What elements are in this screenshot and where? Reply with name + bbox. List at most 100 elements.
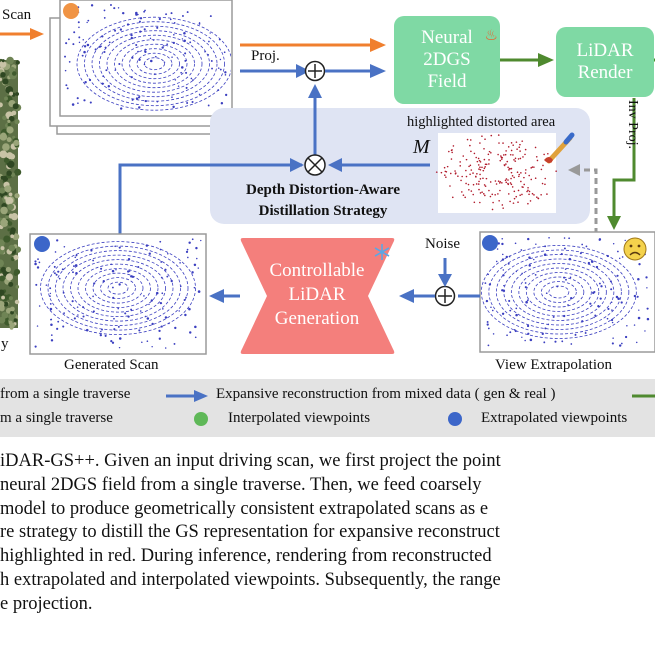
aerial-texture	[13, 139, 20, 146]
scan-point	[75, 272, 78, 275]
scan-point	[611, 342, 614, 345]
scan-point	[76, 306, 79, 308]
scan-point	[103, 50, 106, 53]
scan-ring	[76, 16, 231, 111]
aerial-texture	[6, 126, 14, 134]
distorted-point	[488, 150, 491, 153]
scan-point	[570, 297, 573, 300]
scan-point	[65, 42, 68, 45]
distorted-point	[475, 156, 477, 159]
sad-face-icon	[623, 237, 647, 261]
scan-point	[111, 286, 114, 289]
caption-line-6: h extrapolated and interpolated viewpoin…	[0, 569, 501, 590]
aerial-texture	[6, 56, 14, 65]
neural-field-line1: Neural	[421, 27, 473, 48]
distorted-point	[469, 173, 471, 176]
distorted-point	[487, 153, 490, 156]
scan-point	[170, 279, 173, 283]
scan-point	[505, 255, 508, 259]
distorted-point	[536, 159, 539, 162]
scan-point	[587, 261, 591, 265]
distorted-point	[520, 172, 522, 174]
distorted-point	[509, 200, 511, 203]
scan-point	[611, 321, 614, 324]
scan-point	[172, 41, 176, 45]
arrow-head	[30, 28, 44, 40]
scan-point	[138, 329, 141, 332]
aerial-texture	[0, 305, 5, 312]
distorted-point	[484, 194, 486, 197]
distorted-point	[502, 207, 504, 209]
scan-point	[506, 334, 508, 337]
scan-point	[161, 292, 164, 295]
scan-ring	[106, 34, 203, 93]
scan-point	[515, 307, 518, 310]
aerial-texture	[8, 296, 13, 301]
scan-point	[533, 258, 535, 261]
neural-2dgs-field-box: Neural ♨ 2DGS Field	[394, 16, 500, 104]
distorted-point	[469, 139, 472, 141]
distorted-point	[509, 153, 512, 156]
controllable-line3: Generation	[274, 308, 360, 329]
aerial-texture	[7, 203, 15, 211]
scan-point	[624, 335, 628, 339]
scan-point	[171, 96, 173, 99]
scan-point	[34, 260, 37, 263]
scan-point	[191, 271, 194, 274]
aerial-texture	[0, 102, 3, 108]
scan-point	[100, 267, 103, 270]
scan-point	[110, 4, 112, 6]
scan-point	[563, 314, 566, 318]
scan-point	[209, 32, 211, 34]
scan-point	[502, 274, 505, 277]
scan-point	[111, 269, 115, 273]
lidar-render-line2: Render	[577, 62, 633, 83]
scan-point	[117, 7, 120, 9]
scan-point	[156, 26, 159, 29]
scan-point	[501, 289, 504, 292]
aerial-texture	[15, 284, 20, 289]
scan-point	[195, 246, 198, 250]
scan-point	[218, 38, 221, 41]
distorted-point	[535, 156, 538, 158]
scan-point	[49, 302, 52, 305]
scan-point	[207, 104, 210, 107]
scan-point	[599, 297, 602, 300]
distorted-point	[491, 193, 494, 196]
scan-point	[103, 17, 106, 19]
scan-point	[92, 310, 95, 313]
scan-point	[610, 288, 613, 291]
aerial-texture	[0, 275, 5, 282]
distorted-point	[484, 185, 487, 187]
scan-point	[127, 257, 131, 261]
scan-point	[159, 301, 163, 305]
distorted-point	[457, 175, 459, 177]
scan-point	[574, 333, 577, 336]
scan-point	[163, 44, 165, 47]
scan-point	[524, 286, 527, 289]
scan-point	[556, 285, 559, 288]
scan-point	[581, 243, 584, 246]
aerial-texture	[5, 215, 9, 219]
scan-point	[49, 292, 52, 295]
scan-point	[184, 52, 187, 55]
distorted-point	[481, 166, 483, 169]
scan-point	[146, 340, 149, 343]
scan-point	[179, 262, 181, 264]
scan-point	[192, 79, 194, 81]
distorted-point	[512, 202, 515, 204]
scan-point	[200, 239, 202, 242]
scan-ring	[518, 267, 600, 317]
scan-point	[159, 240, 162, 243]
distorted-point	[459, 161, 461, 163]
scan-point	[487, 344, 490, 347]
distorted-point	[446, 165, 449, 168]
scan-point	[67, 38, 70, 41]
scan-point	[181, 14, 184, 17]
lidar-render-box: LiDAR Render	[556, 27, 654, 97]
scan-point	[141, 341, 143, 344]
scan-ring	[525, 272, 592, 312]
scan-point	[73, 317, 76, 320]
aerial-texture	[4, 96, 8, 101]
scan-point	[71, 103, 75, 106]
